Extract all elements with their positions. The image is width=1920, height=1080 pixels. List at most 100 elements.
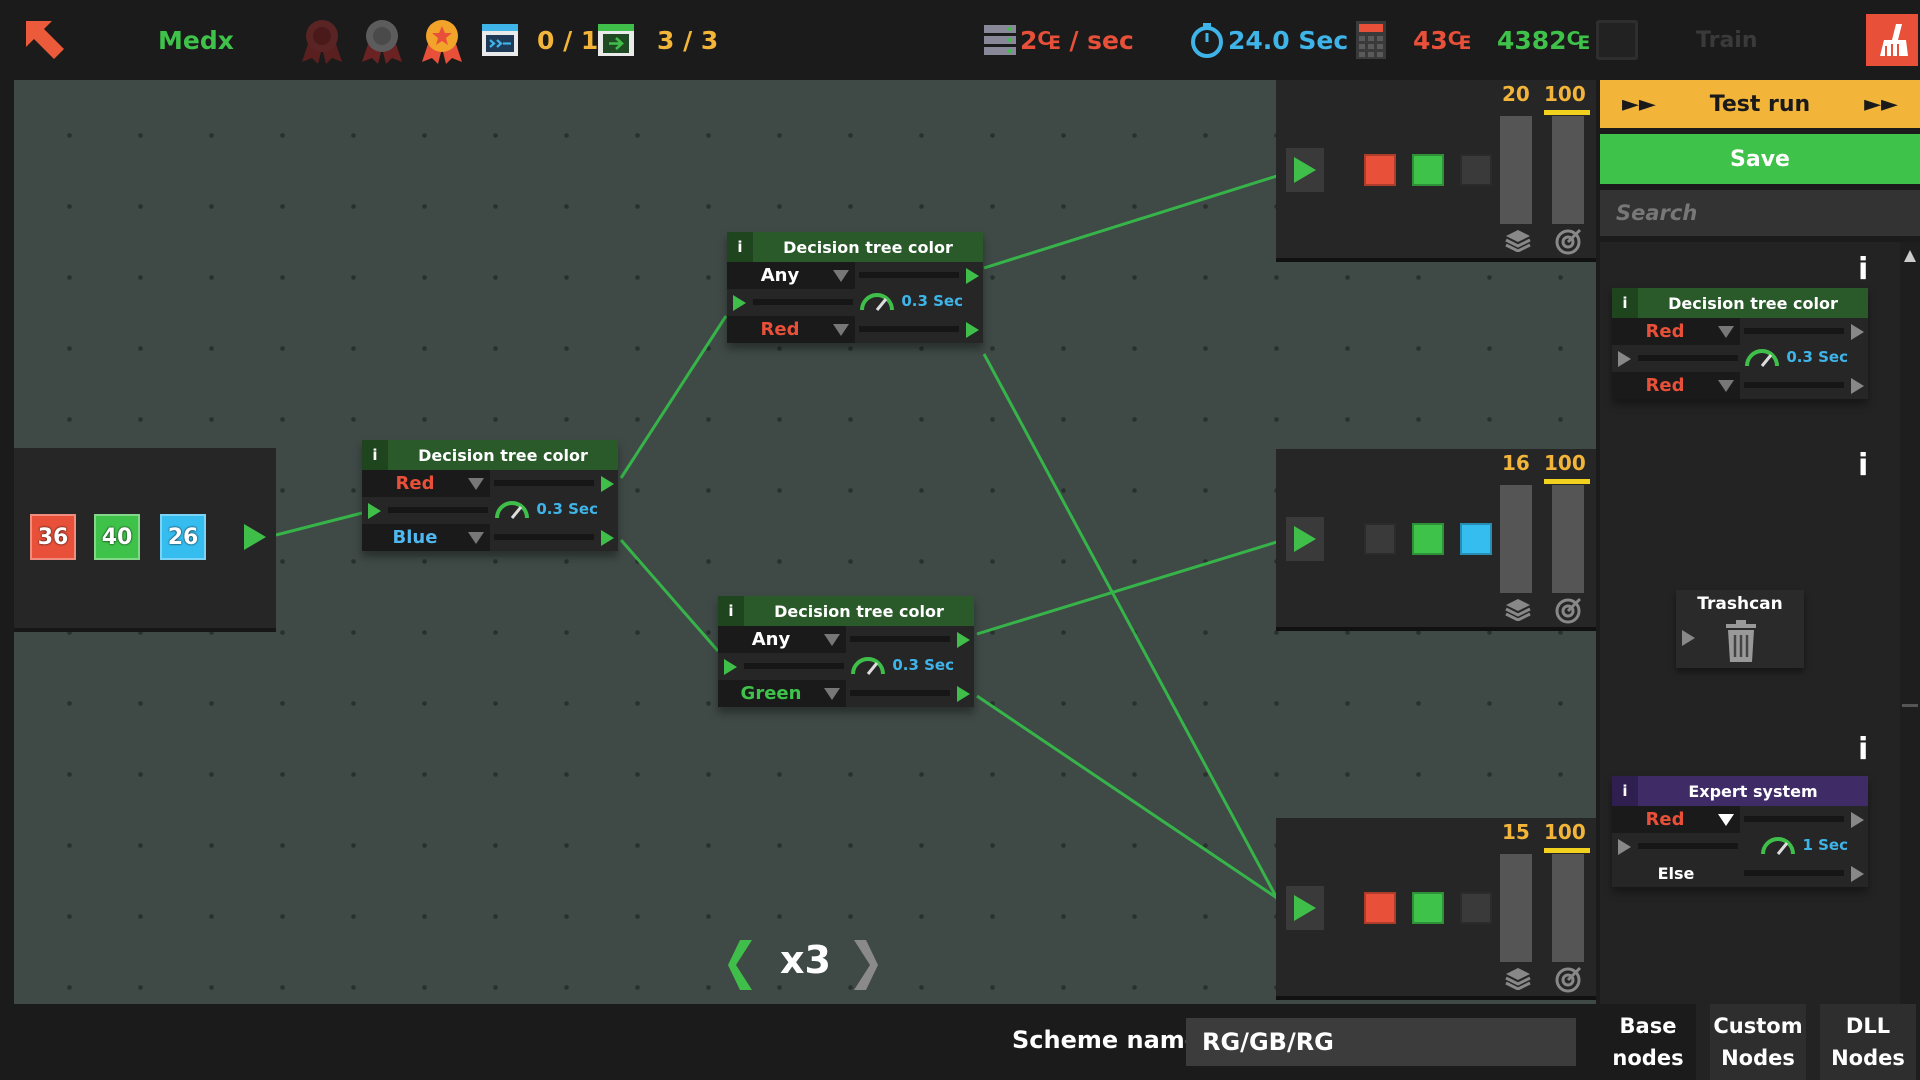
target-icon[interactable]: [1554, 597, 1582, 629]
palette-trashcan[interactable]: Trashcan: [1676, 590, 1804, 668]
info-icon[interactable]: i: [362, 440, 388, 470]
player-name: Medx: [158, 25, 234, 55]
layers-icon[interactable]: [1504, 966, 1532, 994]
speed-indicator: 1 Sec: [1760, 835, 1848, 855]
palette-scrollbar[interactable]: [1900, 242, 1920, 1080]
palette-top-select[interactable]: Red: [1612, 806, 1740, 833]
cost-value: 43₠: [1413, 25, 1472, 55]
info-icon[interactable]: i: [727, 232, 753, 262]
color-square: [1412, 154, 1444, 186]
chevron-down-icon: [833, 323, 849, 336]
medal-silver-icon: [358, 0, 406, 80]
input-port: [1682, 630, 1695, 646]
input-port[interactable]: [368, 503, 381, 519]
speed-indicator: 0.3 Sec: [850, 655, 954, 675]
empty-slot[interactable]: [1596, 0, 1638, 80]
palette-top-select[interactable]: Red: [1612, 318, 1740, 345]
medal-bronze-icon: [298, 0, 346, 80]
info-icon[interactable]: i: [1612, 288, 1638, 318]
output-port-top[interactable]: [601, 476, 614, 492]
bottom-color-select[interactable]: Blue: [362, 524, 490, 551]
output-box-2: 16 100: [1276, 449, 1596, 627]
speed-down-chevron-icon[interactable]: [726, 938, 754, 996]
tests-counter: 3 / 3: [657, 25, 719, 55]
scroll-thumb[interactable]: [1902, 704, 1918, 707]
decision-node-upper[interactable]: i Decision tree color Any 0.3 Sec Red: [727, 232, 983, 343]
save-button[interactable]: Save: [1600, 134, 1920, 184]
node-title: Decision tree color: [783, 237, 953, 257]
input-play-icon[interactable]: [236, 515, 274, 559]
gauge-icon: [1761, 837, 1796, 855]
info-icon[interactable]: i: [1612, 776, 1638, 806]
output-max: 100: [1544, 451, 1586, 475]
layers-icon[interactable]: [1504, 597, 1532, 625]
input-count-red: 36: [30, 514, 76, 560]
bottom-color-select[interactable]: Red: [727, 316, 855, 343]
stopwatch-icon: [1190, 0, 1224, 80]
income-rate: 2₠ / sec: [1020, 25, 1134, 55]
speed-up-chevron-icon[interactable]: [852, 938, 880, 996]
input-count-blue: 26: [160, 514, 206, 560]
color-square: [1460, 523, 1492, 555]
output-port-top: [1851, 324, 1864, 340]
output-play-icon[interactable]: [1286, 148, 1324, 192]
info-icon[interactable]: i: [1858, 252, 1869, 287]
medal-gold-icon: [418, 0, 466, 80]
speed-indicator: 0.3 Sec: [859, 291, 963, 311]
output-play-icon[interactable]: [1286, 517, 1324, 561]
tab-dll-nodes[interactable]: DLL Nodes: [1820, 1004, 1916, 1080]
server-icon: [982, 0, 1018, 80]
palette-bottom-select[interactable]: Red: [1612, 372, 1740, 399]
calculator-icon: [1356, 0, 1386, 80]
output-max: 100: [1544, 82, 1586, 106]
scheme-name-input[interactable]: RG/GB/RG: [1186, 1018, 1576, 1066]
output-count: 15: [1502, 820, 1530, 844]
output-port-bottom[interactable]: [957, 686, 970, 702]
top-color-select[interactable]: Red: [362, 470, 490, 497]
info-icon[interactable]: i: [718, 596, 744, 626]
decision-node-lower[interactable]: i Decision tree color Any 0.3 Sec Green: [718, 596, 974, 707]
target-icon[interactable]: [1554, 228, 1582, 260]
node-title: Decision tree color: [774, 601, 944, 621]
output-port-top[interactable]: [966, 268, 979, 284]
top-color-select[interactable]: Any: [727, 262, 855, 289]
output-port-bottom[interactable]: [966, 322, 979, 338]
tab-base-nodes[interactable]: Base nodes: [1600, 1004, 1696, 1080]
chevron-down-icon: [1718, 813, 1734, 826]
info-icon[interactable]: i: [1858, 448, 1869, 483]
train-button[interactable]: Train: [1696, 27, 1758, 53]
test-board-icon: [596, 0, 636, 80]
output-max: 100: [1544, 820, 1586, 844]
task-board-icon: [480, 0, 520, 80]
node-title: Decision tree color: [418, 445, 588, 465]
output-port-bottom[interactable]: [601, 530, 614, 546]
input-port[interactable]: [724, 659, 737, 675]
search-input[interactable]: Search: [1600, 190, 1920, 236]
bottom-color-select[interactable]: Green: [718, 680, 846, 707]
bottom-bar: Scheme name : RG/GB/RG: [0, 1004, 1598, 1080]
input-panel: 36 40 26: [14, 448, 276, 628]
tab-custom-nodes[interactable]: Custom Nodes: [1710, 1004, 1806, 1080]
broom-clear-icon[interactable]: [1866, 0, 1918, 80]
layers-icon[interactable]: [1504, 228, 1532, 256]
input-port[interactable]: [733, 295, 746, 311]
gauge-icon: [851, 657, 886, 675]
scroll-up-icon[interactable]: [1904, 250, 1916, 262]
output-port-bottom: [1851, 378, 1864, 394]
test-run-button[interactable]: ►► Test run ►►: [1600, 80, 1920, 128]
timer-value: 24.0 Sec: [1228, 25, 1349, 55]
output-play-icon[interactable]: [1286, 886, 1324, 930]
info-icon[interactable]: i: [1858, 732, 1869, 767]
target-icon[interactable]: [1554, 966, 1582, 998]
back-arrow-icon[interactable]: [22, 0, 68, 80]
top-color-select[interactable]: Any: [718, 626, 846, 653]
color-square: [1460, 154, 1492, 186]
input-port: [1618, 351, 1631, 367]
chevron-down-icon: [824, 633, 840, 646]
output-port-top[interactable]: [957, 632, 970, 648]
